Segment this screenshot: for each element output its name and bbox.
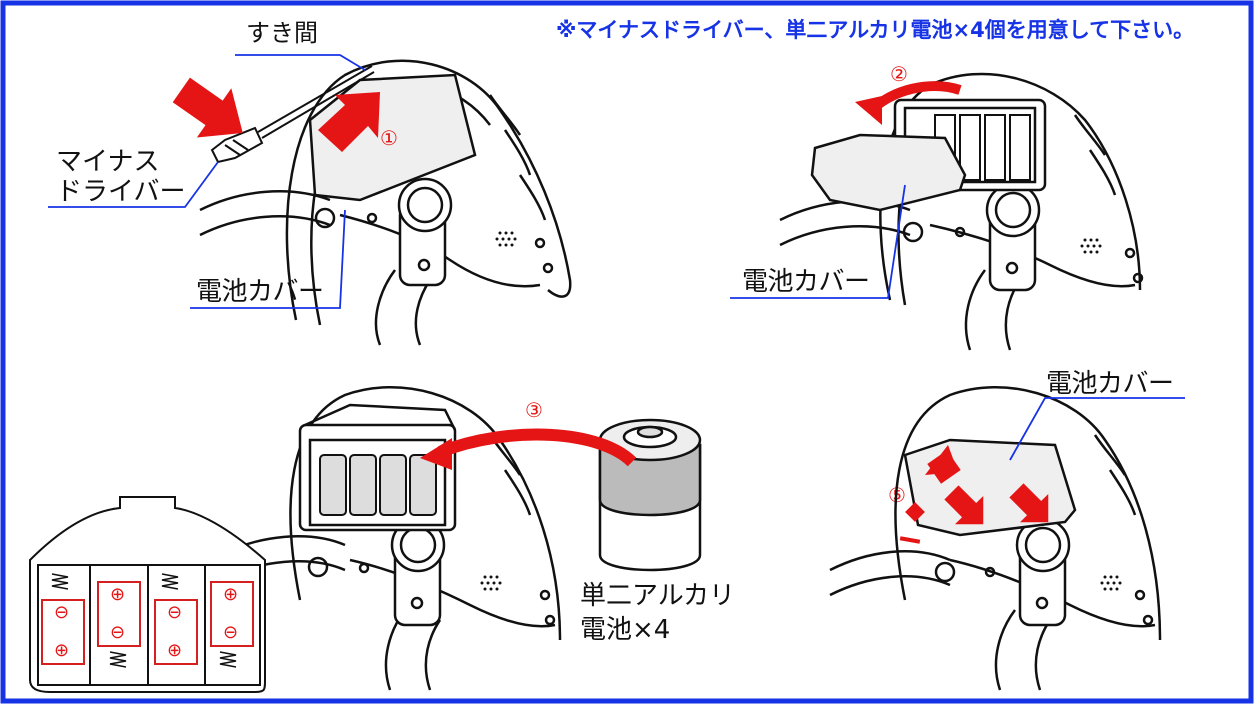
label-battery-cover-4: 電池カバー: [1046, 369, 1174, 399]
label-screwdriver-line2: ドライバー: [56, 177, 186, 207]
panel-3-speaker-dots: [480, 575, 502, 591]
panel-4-battery-cover: [903, 438, 1077, 537]
step-1-marker: ①: [380, 126, 398, 150]
label-gap: すき間: [246, 19, 318, 47]
panel-2-battery-cover: [810, 133, 967, 212]
label-screwdriver-line1: マイナス: [56, 147, 160, 177]
notice-text: ※マイナスドライバー、単二アルカリ電池×4個を用意して下さい。: [556, 18, 1195, 42]
panel-4-arrows: [899, 445, 1049, 544]
polarity-2-bottom: ⊖: [110, 622, 126, 643]
step-2-marker: ②: [890, 62, 908, 86]
polarity-2-top: ⊕: [110, 584, 126, 605]
polarity-1-top: ⊖: [54, 602, 70, 623]
polarity-1-bottom: ⊕: [54, 640, 70, 661]
panel-3-batteries: [319, 454, 437, 516]
label-battery-line2: 電池×4: [580, 615, 671, 645]
polarity-4-bottom: ⊖: [223, 622, 239, 643]
battery-holder-springs: [51, 573, 237, 668]
panel-4-speaker-dots: [1100, 575, 1122, 591]
panel-3-insert-arrow: [437, 428, 637, 467]
battery-holder-cells: [41, 581, 254, 665]
polarity-3-bottom: ⊕: [167, 640, 183, 661]
polarity-3-top: ⊖: [167, 602, 183, 623]
panel-1-slide-arrow: [318, 92, 380, 152]
panel-1-leaders: [48, 54, 366, 309]
label-battery-cover-2: 電池カバー: [742, 267, 870, 297]
panel-1-push-arrow: [172, 77, 243, 138]
label-battery-cover-1: 電池カバー: [196, 277, 324, 307]
step-3-marker: ③: [525, 398, 543, 422]
polarity-4-top: ⊕: [223, 584, 239, 605]
panel-1-speaker-dots: [495, 231, 517, 247]
panel-2-leaders: [730, 184, 906, 299]
panel-1-device: [199, 59, 572, 346]
screwdriver-icon: [210, 65, 375, 164]
panel-2-speaker-dots: [1080, 238, 1102, 254]
label-battery-line1: 単二アルカリ: [580, 581, 735, 611]
